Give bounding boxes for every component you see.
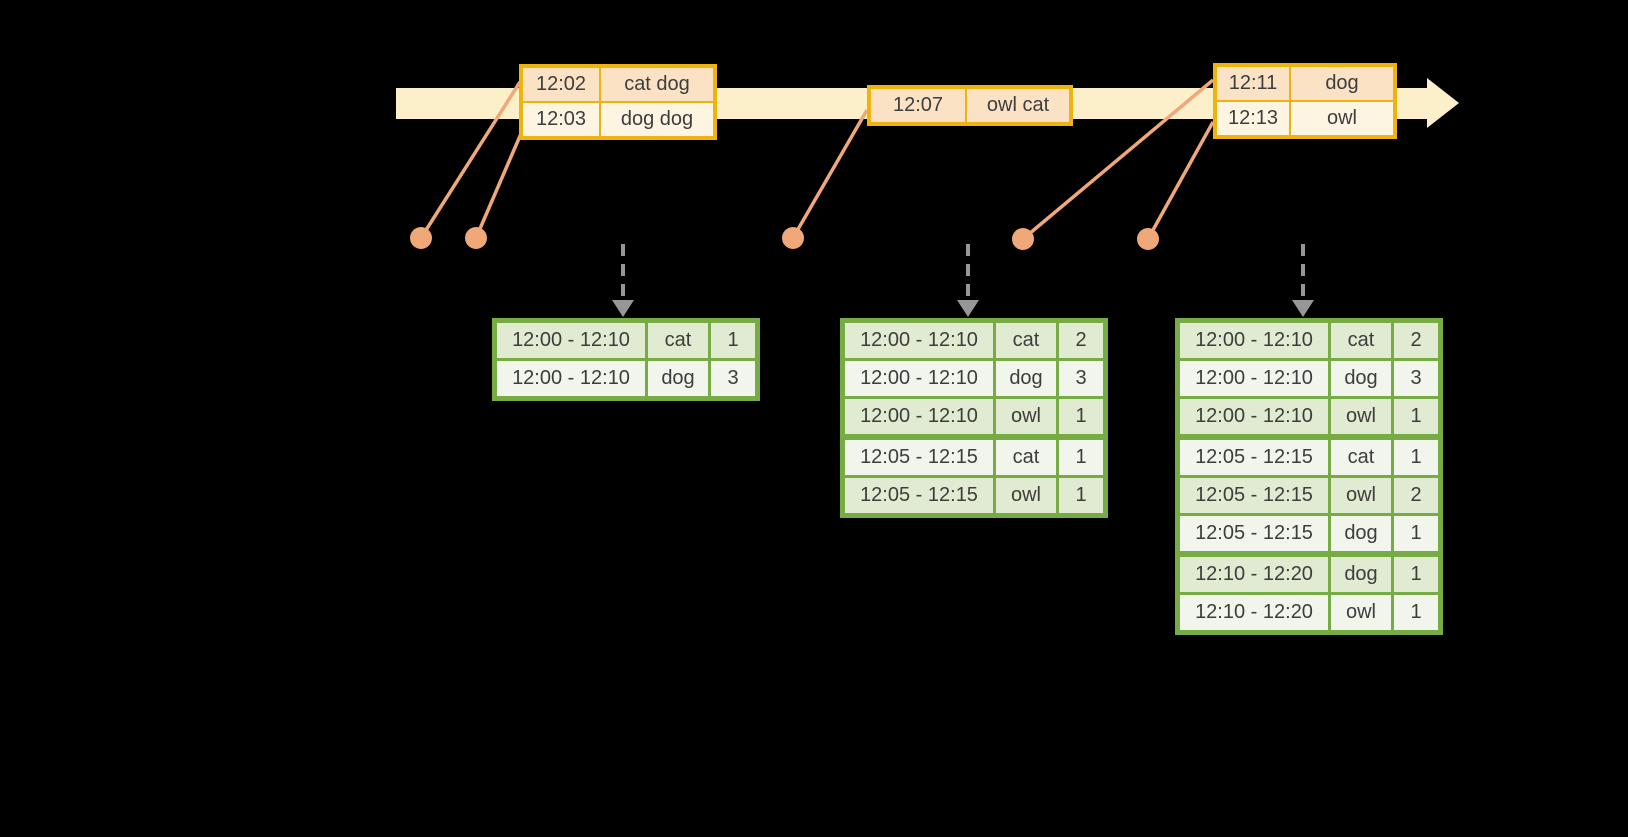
event-time: 12:03 <box>520 101 601 139</box>
count-row: 12:00 - 12:10 owl 1 <box>1176 396 1442 439</box>
window-range: 12:00 - 12:10 <box>493 358 648 400</box>
event-marker-dot <box>782 227 804 249</box>
window-range: 12:00 - 12:10 <box>841 358 996 399</box>
event-connector-line <box>1021 78 1215 241</box>
count-row: 12:10 - 12:20 dog 1 <box>1176 551 1442 595</box>
event-connector-line <box>474 128 525 239</box>
word: owl <box>993 396 1059 439</box>
word: dog <box>993 358 1059 399</box>
event-marker-dot <box>1137 228 1159 250</box>
count: 1 <box>1391 434 1442 478</box>
count: 3 <box>708 358 759 400</box>
event-row: 12:03 dog dog <box>520 101 716 139</box>
arrow-down-icon <box>1292 300 1314 317</box>
word: dog <box>1328 551 1394 595</box>
event-time: 12:07 <box>868 86 967 125</box>
word: dog <box>1328 513 1394 556</box>
count: 1 <box>1056 396 1107 439</box>
event-time: 12:02 <box>520 65 601 103</box>
window-range: 12:00 - 12:10 <box>493 319 648 361</box>
count: 1 <box>708 319 759 361</box>
window-range: 12:00 - 12:10 <box>841 396 996 439</box>
count-row: 12:05 - 12:15 owl 1 <box>841 475 1107 517</box>
arrow-down-icon <box>612 300 634 317</box>
event-connector-line <box>791 109 869 239</box>
event-row: 12:07 owl cat <box>868 86 1072 125</box>
event-words: dog <box>1289 64 1396 102</box>
event-connector-line <box>419 81 522 239</box>
event-marker-dot <box>1012 228 1034 250</box>
timeline-arrow-head-icon <box>1427 78 1459 128</box>
count: 1 <box>1391 513 1442 556</box>
word: owl <box>1328 592 1394 634</box>
window-range: 12:00 - 12:10 <box>1176 319 1331 361</box>
arrow-down-icon <box>957 300 979 317</box>
event-table-1202: 12:02 cat dog 12:03 dog dog <box>519 64 717 140</box>
word: dog <box>1328 358 1394 399</box>
count: 1 <box>1391 396 1442 439</box>
word: dog <box>645 358 711 400</box>
count-row: 12:05 - 12:15 cat 1 <box>841 434 1107 478</box>
count: 2 <box>1391 475 1442 516</box>
count: 3 <box>1056 358 1107 399</box>
word: owl <box>993 475 1059 517</box>
window-range: 12:05 - 12:15 <box>841 475 996 517</box>
event-words: dog dog <box>599 101 716 139</box>
count: 1 <box>1391 551 1442 595</box>
event-row: 12:13 owl <box>1214 100 1396 138</box>
count-row: 12:10 - 12:20 owl 1 <box>1176 592 1442 634</box>
event-words: cat dog <box>599 65 716 103</box>
event-time: 12:13 <box>1214 100 1291 138</box>
event-table-1211: 12:11 dog 12:13 owl <box>1213 63 1397 139</box>
event-row: 12:02 cat dog <box>520 65 716 103</box>
result-table-2: 12:00 - 12:10 cat 2 12:00 - 12:10 dog 3 … <box>840 318 1108 518</box>
word: cat <box>645 319 711 361</box>
count-row: 12:00 - 12:10 cat 2 <box>1176 319 1442 361</box>
count: 2 <box>1056 319 1107 361</box>
count: 1 <box>1056 475 1107 517</box>
event-marker-dot <box>465 227 487 249</box>
count: 2 <box>1391 319 1442 361</box>
event-marker-dot <box>410 227 432 249</box>
event-row: 12:11 dog <box>1214 64 1396 102</box>
window-range: 12:05 - 12:15 <box>1176 434 1331 478</box>
trigger-arrow <box>612 244 634 317</box>
word: cat <box>1328 319 1394 361</box>
count-row: 12:05 - 12:15 dog 1 <box>1176 513 1442 556</box>
count-row: 12:00 - 12:10 owl 1 <box>841 396 1107 439</box>
window-range: 12:00 - 12:10 <box>1176 358 1331 399</box>
word: owl <box>1328 475 1394 516</box>
window-range: 12:05 - 12:15 <box>1176 513 1331 556</box>
result-table-3: 12:00 - 12:10 cat 2 12:00 - 12:10 dog 3 … <box>1175 318 1443 635</box>
count-row: 12:05 - 12:15 owl 2 <box>1176 475 1442 516</box>
count: 1 <box>1056 434 1107 478</box>
event-table-1207: 12:07 owl cat <box>867 85 1073 126</box>
count-row: 12:05 - 12:15 cat 1 <box>1176 434 1442 478</box>
word: owl <box>1328 396 1394 439</box>
result-table-1: 12:00 - 12:10 cat 1 12:00 - 12:10 dog 3 <box>492 318 760 401</box>
event-words: owl <box>1289 100 1396 138</box>
window-range: 12:05 - 12:15 <box>841 434 996 478</box>
event-words: owl cat <box>965 86 1072 125</box>
window-range: 12:10 - 12:20 <box>1176 551 1331 595</box>
count: 3 <box>1391 358 1442 399</box>
word: cat <box>993 434 1059 478</box>
count-row: 12:00 - 12:10 cat 2 <box>841 319 1107 361</box>
window-range: 12:05 - 12:15 <box>1176 475 1331 516</box>
event-connector-line <box>1146 121 1215 240</box>
count-row: 12:00 - 12:10 dog 3 <box>493 358 759 400</box>
count-row: 12:00 - 12:10 dog 3 <box>841 358 1107 399</box>
trigger-arrow <box>957 244 979 317</box>
event-time: 12:11 <box>1214 64 1291 102</box>
window-range: 12:10 - 12:20 <box>1176 592 1331 634</box>
count-row: 12:00 - 12:10 dog 3 <box>1176 358 1442 399</box>
window-range: 12:00 - 12:10 <box>1176 396 1331 439</box>
word: cat <box>1328 434 1394 478</box>
word: cat <box>993 319 1059 361</box>
trigger-arrow <box>1292 244 1314 317</box>
window-range: 12:00 - 12:10 <box>841 319 996 361</box>
count-row: 12:00 - 12:10 cat 1 <box>493 319 759 361</box>
count: 1 <box>1391 592 1442 634</box>
